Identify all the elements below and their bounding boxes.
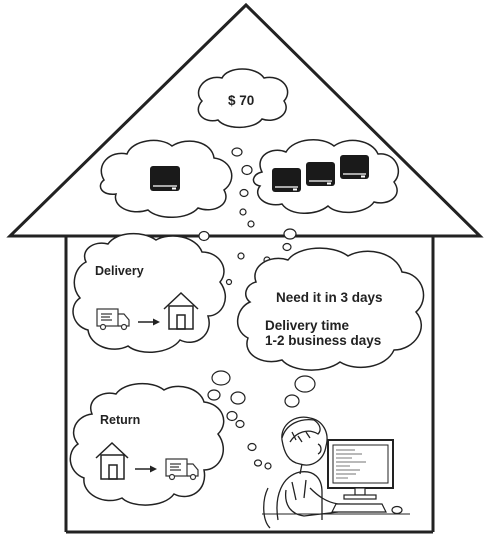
arrow-right-icon bbox=[138, 318, 160, 326]
hard-drive-icon bbox=[272, 168, 301, 192]
delivery-truck-icon bbox=[165, 458, 199, 481]
hard-drive-icon bbox=[306, 162, 335, 186]
thought-bubbles-person bbox=[207, 370, 316, 470]
hard-drive-icon bbox=[150, 166, 180, 191]
house-icon bbox=[163, 291, 199, 330]
return-cloud bbox=[69, 382, 225, 506]
thought-bubbles-roof bbox=[231, 147, 255, 228]
computer-monitor bbox=[262, 439, 410, 515]
delivery-truck-icon bbox=[96, 308, 130, 331]
house-walls bbox=[64, 236, 435, 534]
price-label: $ 70 bbox=[228, 93, 255, 108]
needs-cloud bbox=[237, 247, 425, 371]
person-at-computer bbox=[263, 416, 350, 529]
hard-drive-icon bbox=[340, 155, 369, 179]
delivery-cloud bbox=[72, 232, 226, 353]
house-icon bbox=[95, 441, 129, 480]
arrow-right-icon bbox=[135, 465, 157, 473]
return-title: Return bbox=[100, 413, 141, 427]
thought-bubbles-house bbox=[198, 228, 297, 286]
delivery-time-line1: Delivery time bbox=[265, 318, 350, 333]
delivery-time-line2: 1-2 business days bbox=[265, 333, 382, 348]
price-cloud bbox=[197, 68, 289, 129]
need-text: Need it in 3 days bbox=[276, 290, 383, 305]
delivery-title: Delivery bbox=[95, 264, 144, 278]
